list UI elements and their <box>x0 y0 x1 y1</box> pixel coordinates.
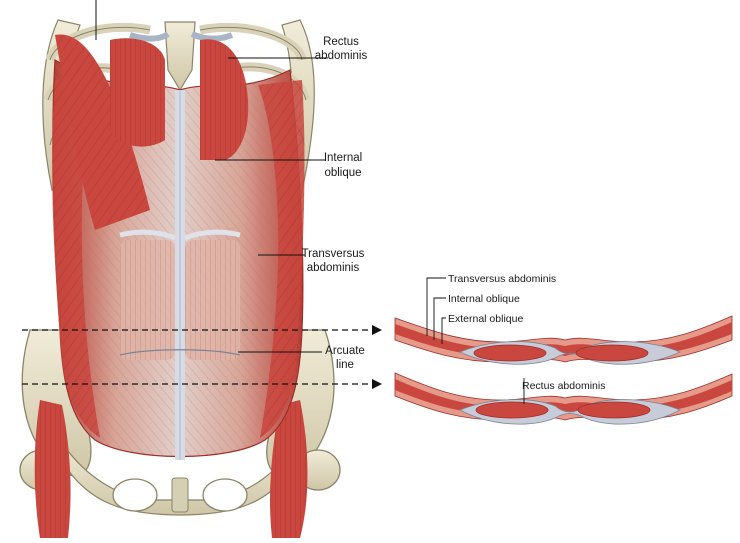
abdominal-wall <box>52 34 305 460</box>
rectus-belly-right-upper <box>575 344 649 362</box>
label-cs-external-oblique: External oblique <box>448 313 523 325</box>
label-transversus-abdominis-1: Transversus <box>302 248 365 260</box>
label-arcuate-line-2: line <box>336 359 354 371</box>
figure-labels: Rectus abdominis Internal oblique Transv… <box>215 36 367 371</box>
rectus-belly-left-upper <box>473 344 547 362</box>
label-rectus-abdominis-1: Rectus <box>323 36 359 48</box>
label-rectus-abdominis-2: abdominis <box>315 50 368 62</box>
cross-section-lower <box>394 372 733 425</box>
label-cs-rectus-abdominis: Rectus abdominis <box>522 380 605 392</box>
section-lines <box>22 325 382 389</box>
label-cs-transversus-abdominis: Transversus abdominis <box>448 273 556 285</box>
thigh-muscles <box>34 400 308 538</box>
cross-section-labels: Transversus abdominis Internal oblique E… <box>426 273 605 404</box>
arrow-right-icon <box>372 379 382 389</box>
label-arcuate-line-1: Arcuate <box>325 345 365 357</box>
label-internal-oblique-2: oblique <box>324 167 361 179</box>
label-transversus-abdominis-2: abdominis <box>307 262 360 274</box>
label-cs-internal-oblique: Internal oblique <box>448 293 520 305</box>
label-internal-oblique-1: Internal <box>324 152 362 164</box>
cross-section-upper <box>394 315 733 365</box>
arrow-right-icon <box>372 325 382 335</box>
rectus-belly-left-lower <box>475 401 549 419</box>
rectus-belly-right-lower <box>577 401 651 419</box>
